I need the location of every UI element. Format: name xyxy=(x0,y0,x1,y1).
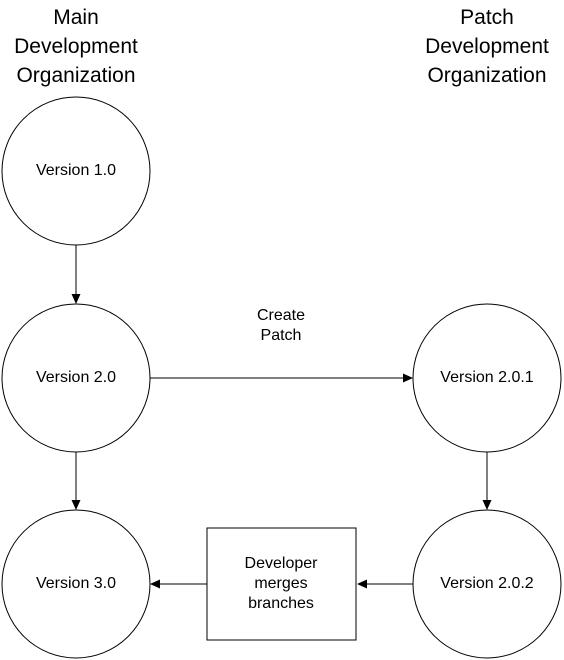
patch-org-header: Patch Development Organization xyxy=(425,6,549,87)
create-patch-label: Create Patch xyxy=(256,307,306,344)
node-label-v3: Version 3.0 xyxy=(35,575,117,592)
node-label-v202: Version 2.0.2 xyxy=(440,575,534,592)
node-label-v1: Version 1.0 xyxy=(35,162,117,179)
merge-box xyxy=(206,527,357,641)
node-label-v2: Version 2.0 xyxy=(35,369,117,386)
main-org-header: Main Development Organization xyxy=(14,6,138,87)
node-label-v201: Version 2.0.1 xyxy=(440,369,534,386)
merge-box-label: Developer merges branches xyxy=(244,555,318,612)
